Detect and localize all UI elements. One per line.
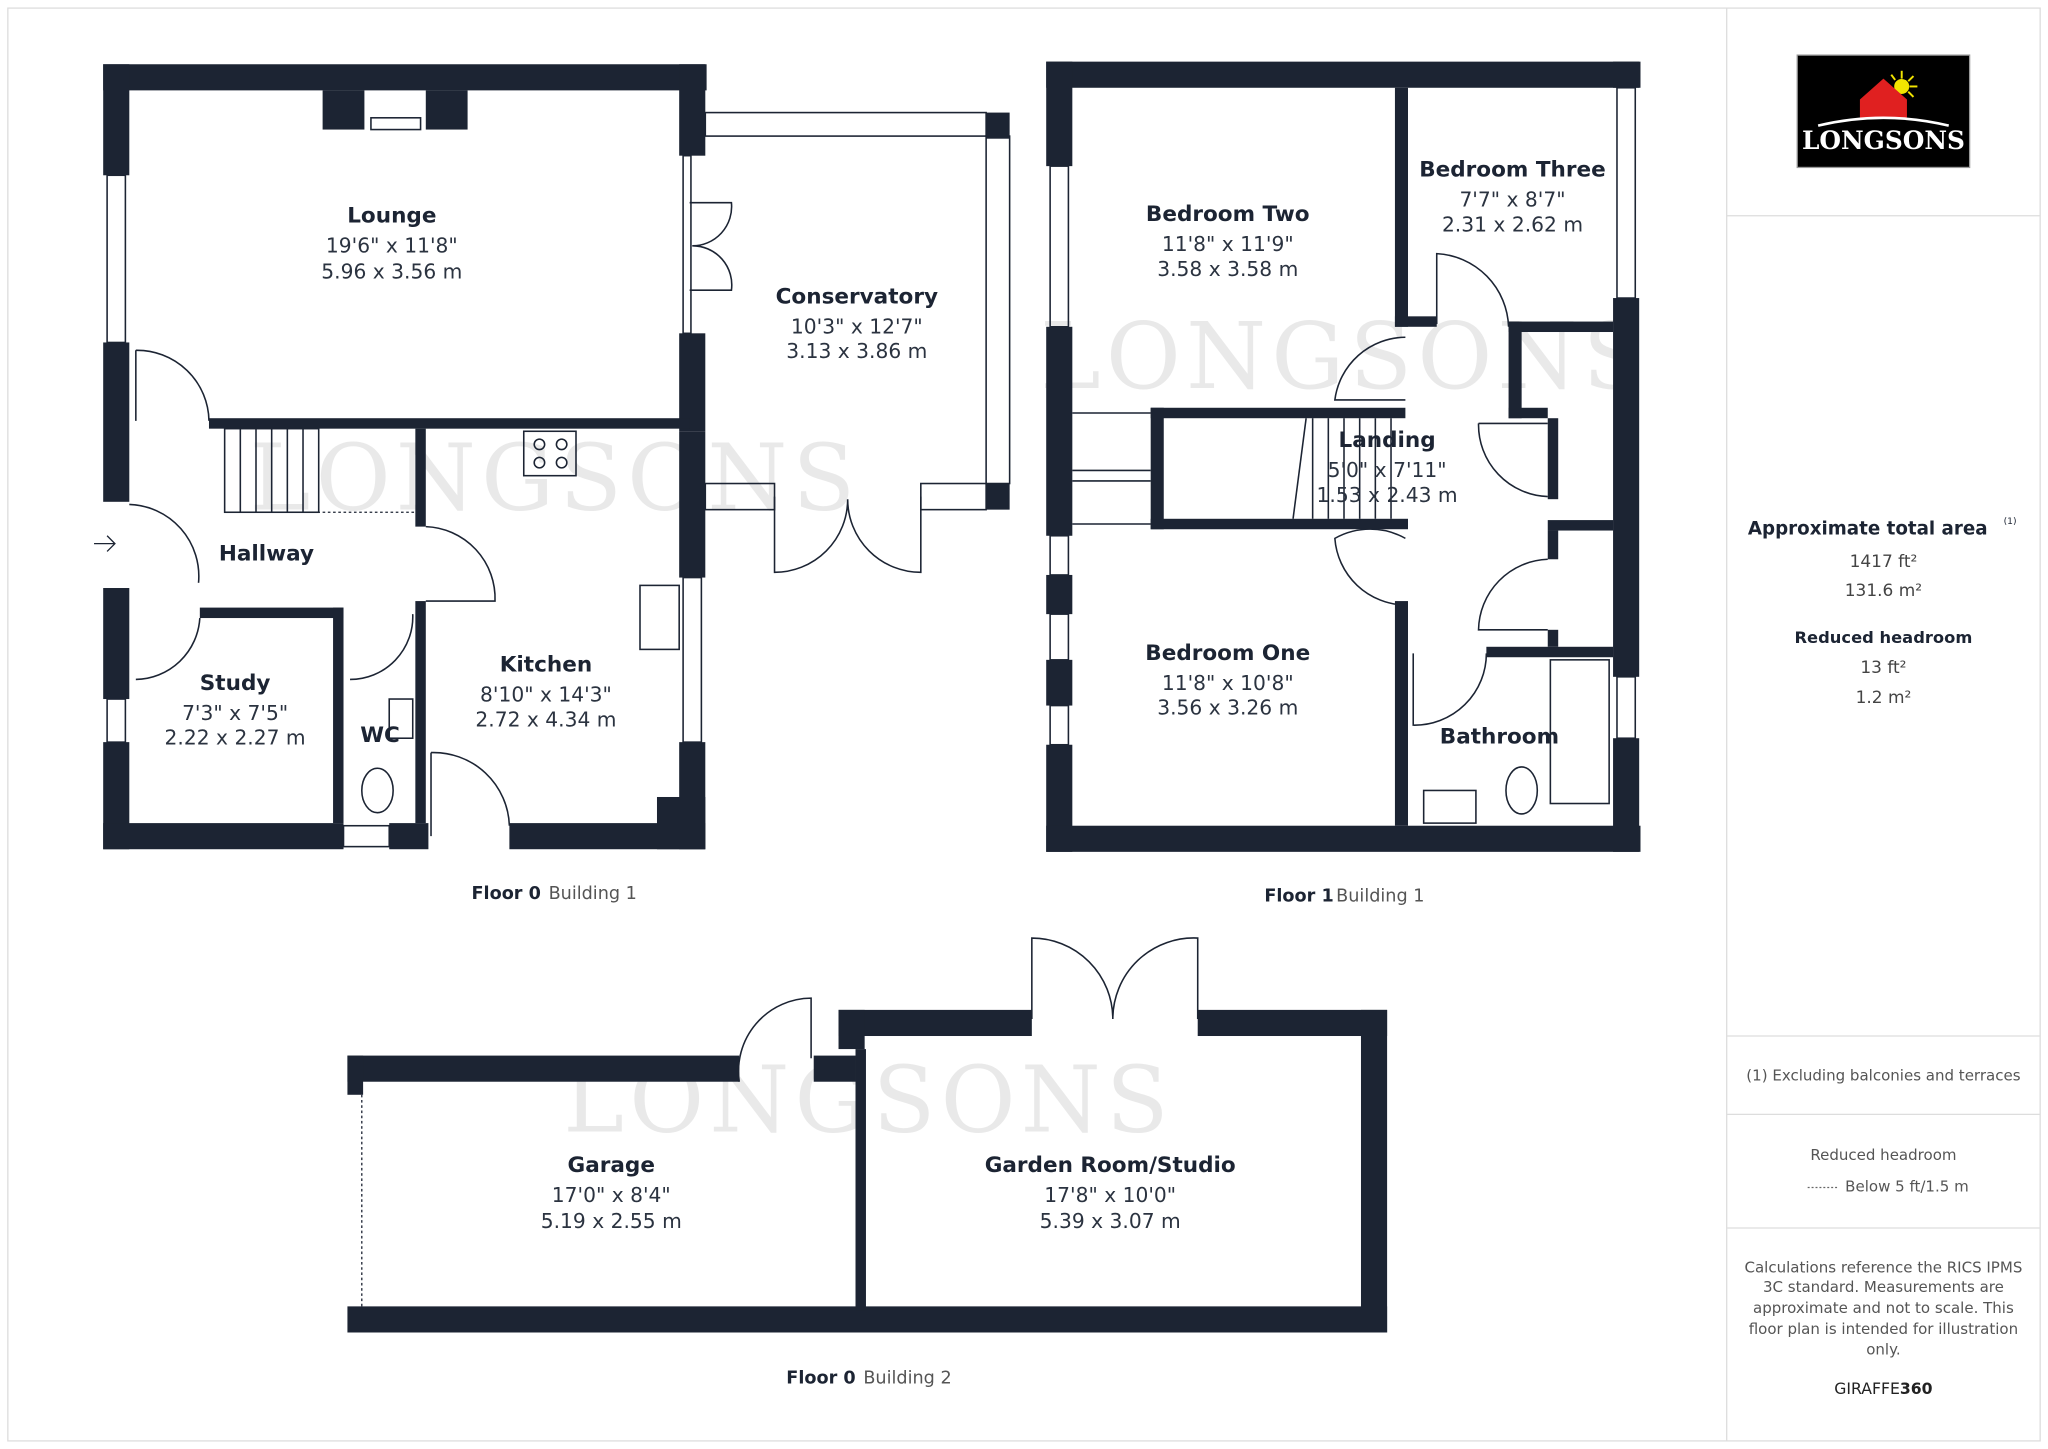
room-dim-metric: 2.22 x 2.27 m [165,726,306,750]
total-area-title: Approximate total area [1748,518,1988,539]
room-dim-imperial: 17'0" x 8'4" [552,1183,671,1207]
sun-icon [1890,70,1918,98]
room-dim-imperial: 17'8" x 10'0" [1044,1183,1176,1207]
reduced-headroom-ft: 13 ft² [1860,658,1906,678]
room-name: Lounge [347,203,436,228]
legend-title: Reduced headroom [1810,1146,1956,1164]
footnote-mark: (1) [2004,517,2017,527]
brand-logo: LONGSONS [1796,54,1971,169]
floor0-building1-plan [94,64,1011,850]
watermark: LONGSONS [250,425,861,532]
room-name: Bathroom [1440,724,1559,749]
room-dim-metric: 2.72 x 4.34 m [475,707,616,731]
room-dim-metric: 3.56 x 3.26 m [1157,696,1298,720]
room-dim-metric: 5.96 x 3.56 m [321,259,462,283]
total-area-m: 131.6 m² [1845,581,1922,601]
room-name: Garage [568,1153,655,1178]
room-name: Garden Room/Studio [985,1153,1236,1178]
room-dim-imperial: 7'7" x 8'7" [1459,188,1565,212]
disclaimer-line: floor plan is intended for illustration [1749,1320,2018,1338]
room-dim-imperial: 8'10" x 14'3" [480,683,612,707]
floor0-building2-labels: Garage 17'0" x 8'4" 5.19 x 2.55 m Garden… [541,1153,1236,1389]
room-name: Study [200,671,271,696]
room-dim-imperial: 7'3" x 7'5" [182,701,288,725]
room-dim-imperial: 19'6" x 11'8" [326,233,458,257]
sidebar-dividers [1726,8,2041,1441]
reduced-headroom-m: 1.2 m² [1856,688,1912,708]
room-dim-imperial: 11'8" x 11'9" [1162,232,1294,256]
floor-label: Floor 0 [472,884,541,904]
room-dim-imperial: 10'3" x 12'7" [791,314,923,338]
room-name: Kitchen [500,653,592,678]
floor-label: Floor 1 [1264,886,1333,906]
building-label: Building 2 [863,1368,951,1388]
room-name: Hallway [219,542,314,567]
room-name: Conservatory [776,284,938,309]
disclaimer-line: only. [1866,1341,1900,1359]
house-icon [1859,78,1907,118]
floor0-building1-labels: Lounge 19'6" x 11'8" 5.96 x 3.56 m Conse… [165,203,938,904]
room-dim-metric: 5.39 x 3.07 m [1040,1209,1181,1233]
floor0-building2-plan [347,937,1388,1333]
entrance-arrow-icon [94,535,116,552]
page-border [7,7,2041,1442]
floor1-building1-plan [1046,61,1641,852]
disclaimer-line: approximate and not to scale. This [1753,1299,2014,1317]
room-name: WC [360,723,400,748]
building-label: Building 1 [549,884,637,904]
room-name: Bedroom Three [1419,158,1606,183]
room-dim-metric: 3.58 x 3.58 m [1157,257,1298,281]
room-dim-metric: 1.53 x 2.43 m [1317,483,1458,507]
credit-number: 360 [1900,1379,1933,1398]
floor-label: Floor 0 [786,1368,855,1388]
room-name: Bedroom Two [1146,202,1310,227]
floor1-building1-labels: Bedroom Two 11'8" x 11'9" 3.58 x 3.58 m … [1145,158,1605,907]
room-dim-metric: 3.13 x 3.86 m [786,339,927,363]
disclaimer-line: Calculations reference the RICS IPMS [1744,1258,2022,1276]
credit-logo: GIRAFFE360 [1834,1379,1932,1398]
footnote-text: (1) Excluding balconies and terraces [1746,1066,2020,1084]
reduced-headroom-title: Reduced headroom [1795,628,1973,647]
total-area-ft: 1417 ft² [1850,552,1918,572]
legend-item: Below 5 ft/1.5 m [1845,1177,1969,1195]
logo-text: LONGSONS [1802,126,1965,155]
building-label: Building 1 [1336,886,1424,906]
room-name: Bedroom One [1145,641,1310,666]
room-name: Landing [1339,428,1436,453]
credit-text: GIRAFFE [1834,1379,1900,1398]
room-dim-imperial: 5'0" x 7'11" [1328,458,1447,482]
room-dim-imperial: 11'8" x 10'8" [1162,671,1294,695]
room-dim-metric: 5.19 x 2.55 m [541,1209,682,1233]
room-dim-metric: 2.31 x 2.62 m [1442,212,1583,236]
disclaimer-line: 3C standard. Measurements are [1763,1278,2004,1296]
watermark: LONGSONS [1040,303,1651,410]
